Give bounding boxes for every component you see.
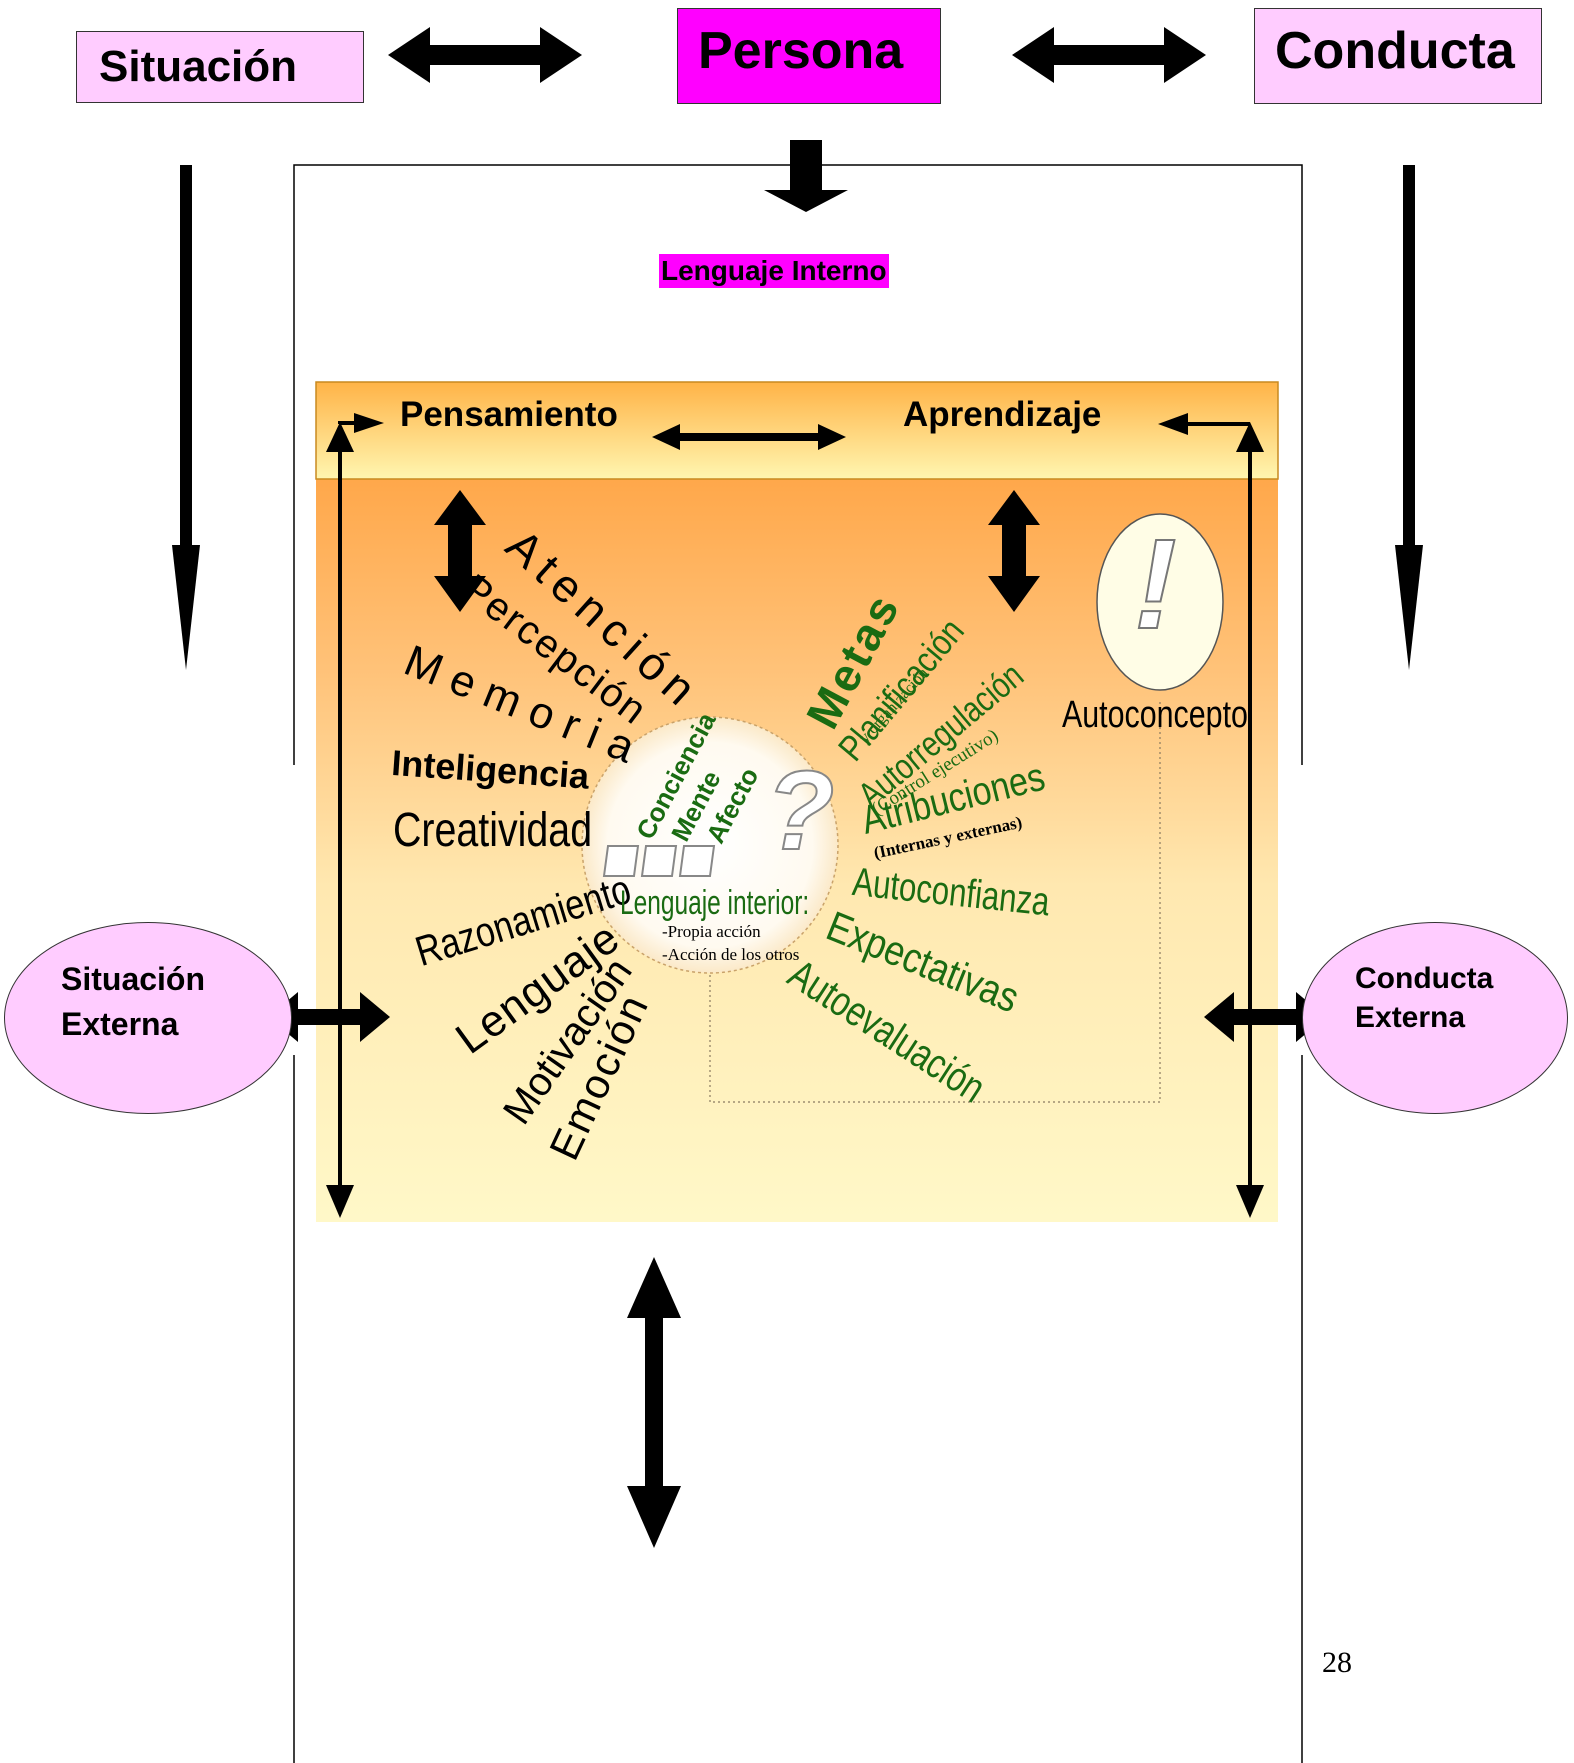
header-band	[315, 381, 1279, 480]
page-number: 28	[1322, 1646, 1352, 1679]
ellipsis-squares	[602, 845, 716, 877]
lenguaje-interno-label: Lenguaje Interno	[659, 254, 889, 288]
situacion-externa-line2: Externa	[61, 1006, 179, 1042]
exclamation-icon: !	[1133, 512, 1178, 657]
arrow-pensamiento-aprendizaje	[652, 424, 846, 450]
arrow-down-right-long	[1395, 165, 1423, 670]
conducta-externa-line1: Conducta	[1355, 962, 1494, 995]
situacion-label: Situación	[99, 42, 298, 91]
autoconcepto-label: Autoconcepto	[1062, 694, 1248, 736]
bottom-vertical-arrow	[627, 1257, 681, 1548]
side-arrow-situacion-externa	[268, 992, 390, 1042]
conducta-label: Conducta	[1275, 22, 1515, 80]
aprendizaje-label: Aprendizaje	[903, 395, 1102, 434]
double-arrow-persona-conducta	[1012, 27, 1206, 83]
center-lenguaje-interior: Lenguaje interior:	[620, 884, 810, 922]
situacion-box: Situación	[76, 31, 364, 103]
situacion-externa-line1: Situación	[61, 961, 206, 997]
pensamiento-label: Pensamiento	[400, 395, 618, 434]
thick-arrow-pensamiento	[434, 490, 486, 612]
arrow-down-persona	[764, 140, 848, 212]
question-mark-icon: ?	[765, 747, 835, 874]
panel-right-vertical-arrow	[1158, 413, 1264, 1218]
dotted-bracket	[709, 700, 1161, 1103]
thick-arrow-aprendizaje	[988, 490, 1040, 612]
conducta-externa-line2: Externa	[1355, 1001, 1466, 1034]
center-propia-accion: -Propia acción	[662, 922, 761, 941]
persona-box: Persona	[677, 8, 941, 104]
conducta-externa-ellipse: Conducta Externa	[1302, 922, 1568, 1114]
double-arrow-situacion-persona	[388, 27, 582, 83]
arrow-down-left-long	[172, 165, 200, 670]
panel-left-vertical-arrow	[326, 413, 384, 1218]
persona-label: Persona	[698, 22, 904, 80]
center-accion-otros: -Acción de los otros	[662, 945, 800, 964]
side-arrow-conducta-externa	[1204, 992, 1326, 1042]
conducta-box: Conducta	[1254, 8, 1542, 104]
term-creatividad: Creatividad	[393, 804, 593, 857]
autoconcepto-ellipse	[1096, 513, 1224, 691]
situacion-externa-ellipse: Situación Externa	[4, 922, 292, 1114]
